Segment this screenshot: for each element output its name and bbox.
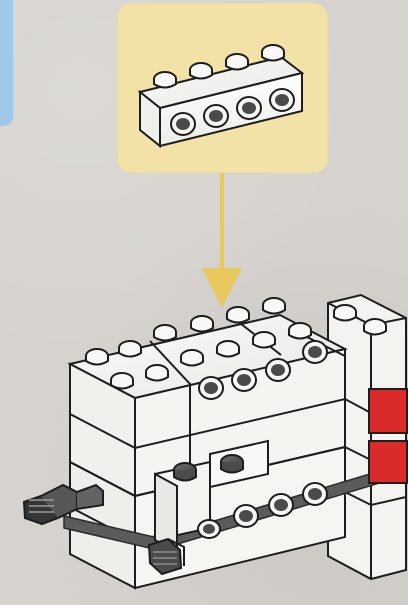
assembly-model [24,295,407,588]
callout-brick-1x4-with-holes [140,45,302,146]
red-panel-lower [369,441,407,483]
red-panel-upper [369,389,407,433]
